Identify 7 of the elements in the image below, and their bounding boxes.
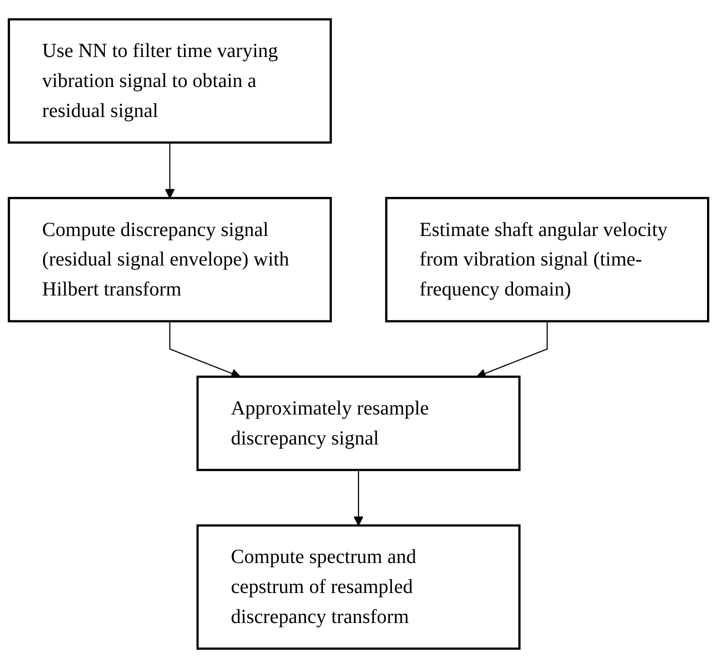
node-box: Compute discrepancy signal (residual signal envelope) with Hilbert transform xyxy=(8,196,332,322)
arrow xyxy=(354,470,364,526)
node-box: Compute spectrum and cepstrum of resampled discrepancy transform xyxy=(196,524,521,650)
node-box: Estimate shaft angular velocity from vibration signal (time-frequency domain) xyxy=(385,196,710,322)
arrow xyxy=(164,142,175,198)
node-box: Use NN to filter time varying vibration signal to obtain a residual signal xyxy=(8,18,332,144)
node-box: Approximately resample discrepancy signal xyxy=(196,376,521,472)
